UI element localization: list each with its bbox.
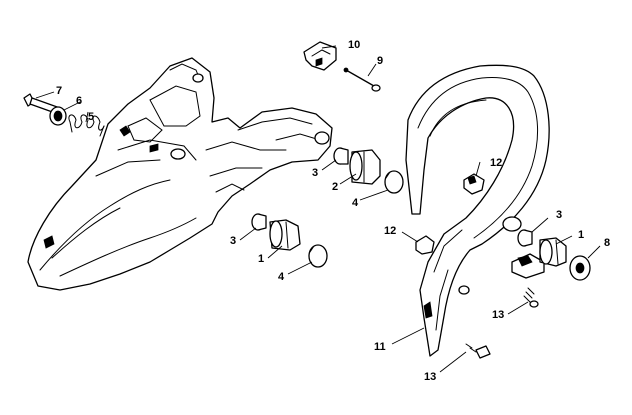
buffer-part-2 <box>349 149 381 185</box>
callout-1-lower-left: 1 <box>258 253 264 265</box>
callout-3-lower-left: 3 <box>230 235 236 247</box>
callout-4-lower-left: 4 <box>278 271 285 283</box>
screw-part-13-lower <box>465 343 491 359</box>
clip-part-10 <box>303 41 337 71</box>
callout-7: 7 <box>56 85 62 97</box>
callout-9: 9 <box>377 55 383 67</box>
screw-part-13-upper <box>523 287 539 308</box>
callout-12-lower: 12 <box>384 225 396 237</box>
callout-11: 11 <box>374 341 386 353</box>
callout-3-upper: 3 <box>312 167 318 179</box>
callout-13-lower: 13 <box>424 371 436 383</box>
plug-part-12-upper <box>463 173 485 195</box>
ring-part-3-lower-left <box>251 213 267 231</box>
callout-4-upper: 4 <box>352 197 359 209</box>
callout-12-upper: 12 <box>490 157 502 169</box>
callout-2: 2 <box>332 181 338 193</box>
callout-6: 6 <box>76 95 82 107</box>
plug-part-12-lower <box>415 235 435 255</box>
plug-part-4-upper <box>384 170 404 194</box>
callout-13-upper: 13 <box>492 309 504 321</box>
callout-10: 10 <box>348 39 360 51</box>
plug-part-4-lower-left <box>308 244 328 268</box>
buffer-part-1-lower-left <box>269 219 301 251</box>
callout-8: 8 <box>604 237 610 249</box>
leader-lines <box>35 45 601 373</box>
ring-part-3-right <box>517 229 533 247</box>
callout-labels: 10 9 7 6 5 3 2 4 12 3 1 4 12 3 1 8 11 13… <box>56 39 610 383</box>
rear-handle <box>405 64 550 357</box>
handle-mount-pad <box>511 253 545 279</box>
engine-housing <box>27 57 333 291</box>
ring-part-3-upper <box>333 147 349 165</box>
callout-1-right: 1 <box>578 229 584 241</box>
spring-part-5 <box>68 114 105 137</box>
pin-part-9 <box>343 67 381 92</box>
callout-3-right: 3 <box>556 209 562 221</box>
washer-part-6 <box>49 106 67 126</box>
callout-5: 5 <box>88 111 94 123</box>
cap-part-8 <box>569 255 591 281</box>
buffer-part-1-right <box>539 237 567 267</box>
